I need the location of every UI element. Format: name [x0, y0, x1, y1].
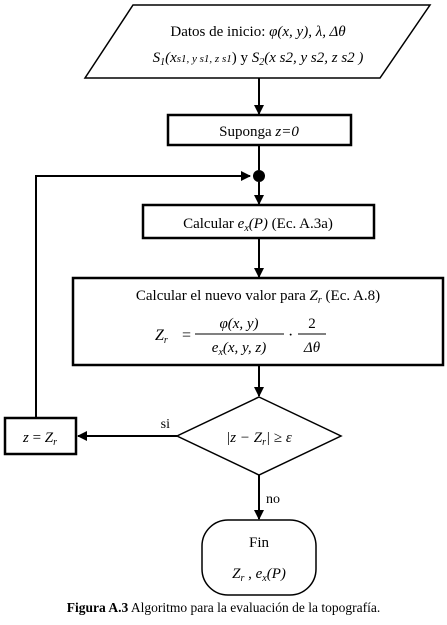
edge-loop-back [35, 171, 251, 418]
start-node: Datos de inicio: φ(x, y), λ, Δθ S1(xs1, … [83, 4, 432, 79]
formula-numerator: φ(x, y) [219, 316, 258, 332]
junction-dot [253, 170, 265, 182]
formula-denominator-2: Δθ [303, 340, 321, 356]
formula-equals: = [182, 327, 191, 344]
decision-label: |z − Zr| ≥ ε [226, 430, 292, 448]
start-label-line1: Datos de inicio: φ(x, y), λ, Δθ [170, 24, 346, 40]
caption-text: Algoritmo para la evaluación de la topog… [128, 600, 381, 615]
caption-label: Figura A.3 [66, 600, 129, 615]
formula-denominator: ex(x, y, z) [212, 340, 266, 358]
zr-formula: Zr = φ(x, y) ex(x, y, z) · 2 Δθ [155, 316, 326, 358]
formula-numerator-2: 2 [308, 316, 316, 332]
edge-label-no: no [266, 492, 280, 507]
edge-label-si: si [161, 417, 170, 432]
decision-node: |z − Zr| ≥ ε [175, 396, 343, 476]
assume-label: Suponga z=0 [219, 124, 299, 140]
assume-node: Suponga z=0 [166, 113, 353, 147]
calc-ex-label: Calcular ex(P) (Ec. A.3a) [183, 216, 333, 234]
calc-zr-label: Calcular el nuevo valor para Zr (Ec. A.8… [136, 288, 380, 306]
end-title: Fin [249, 535, 270, 551]
calc-zr-node: Calcular el nuevo valor para Zr (Ec. A.8… [71, 276, 445, 367]
start-label-line2: S1(xs1, y s1, z s1) y S2(x s2, y s2, z s… [153, 50, 364, 68]
update-label: z = Zr [22, 430, 57, 448]
end-node: Fin Zr , ex(P) [201, 519, 317, 596]
calc-ex-node: Calcular ex(P) (Ec. A.3a) [141, 203, 376, 240]
figure-caption: Figura A.3 Algoritmo para la evaluación … [0, 600, 447, 616]
update-node: z = Zr [3, 416, 78, 456]
formula-lhs: Zr [155, 327, 168, 346]
end-vars: Zr , ex(P) [232, 566, 286, 584]
formula-dot: · [288, 327, 293, 344]
